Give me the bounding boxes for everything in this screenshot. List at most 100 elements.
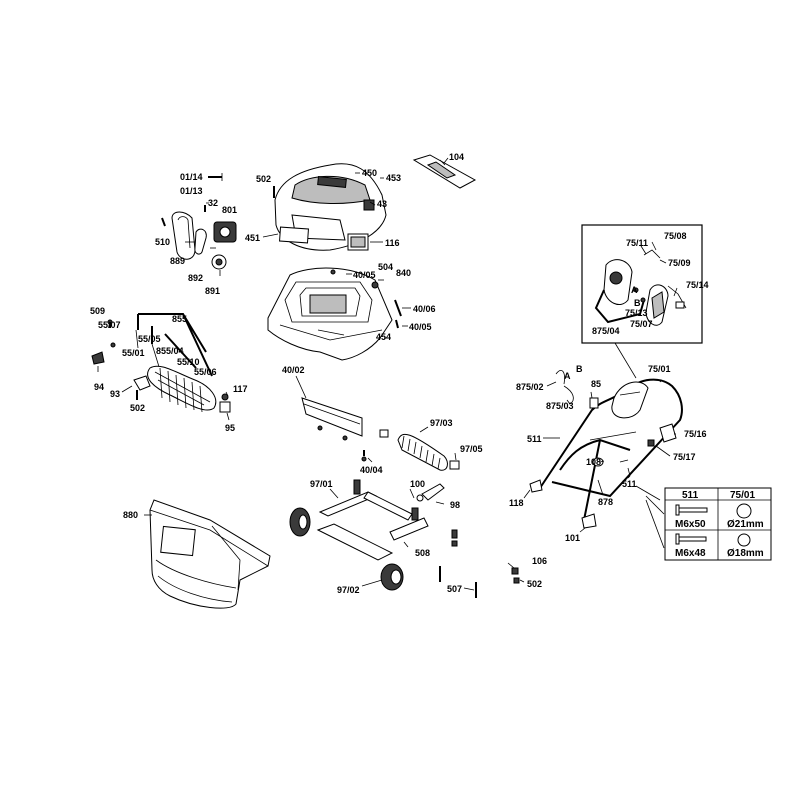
table-header-75-01: 75/01: [730, 490, 755, 501]
roller-group: [397, 433, 460, 471]
label-106: 106: [532, 556, 547, 566]
label-55-10: 55/10: [177, 357, 200, 367]
label-878: 878: [598, 497, 613, 507]
table-cell-m6x50: M6x50: [675, 519, 706, 530]
label-451: 451: [245, 233, 260, 243]
part-118-knob: [529, 479, 543, 493]
axle-frame-group: [289, 479, 520, 598]
spec-table: 511 75/01 M6x50 Ø21mm M6x48 Ø18mm: [664, 487, 772, 561]
label-507: 507: [447, 584, 462, 594]
label-100: 100: [410, 479, 425, 489]
part-889-belt: [194, 228, 207, 255]
part-510-pin: [161, 217, 166, 227]
label-01-13: 01/13: [180, 186, 203, 196]
leader-lines: [97, 157, 678, 591]
label-116: 116: [385, 238, 400, 248]
label-75-07: 75/07: [630, 319, 653, 329]
chassis-housing: [267, 267, 402, 361]
part-97-03-roller: [397, 433, 448, 471]
label-875-04: 875/04: [592, 326, 620, 336]
label-97-05: 97/05: [460, 444, 483, 454]
label-502-top: 502: [256, 174, 271, 184]
label-104: 104: [449, 152, 464, 162]
table-cell-21mm: Ø21mm: [727, 519, 764, 530]
part-85-plug: [589, 397, 599, 409]
part-75-01-handle: [551, 378, 683, 498]
label-502-bottom: 502: [527, 579, 542, 589]
switch-box-inset: [581, 224, 703, 344]
label-a-inset: A: [631, 285, 638, 295]
part-98-lever: [421, 483, 445, 501]
part-878-lower-handle: [559, 438, 631, 521]
part-117-nut: [221, 393, 229, 401]
part-75-17-nut: [647, 439, 655, 447]
label-55-05: 55/05: [138, 334, 161, 344]
label-450: 450: [362, 168, 377, 178]
label-118: 118: [509, 498, 524, 508]
label-75-16: 75/16: [684, 429, 707, 439]
part-75-16-clip: [659, 423, 677, 443]
part-94-bearing: [91, 351, 105, 365]
label-97-03: 97/03: [430, 418, 453, 428]
part-40-05-screw: [395, 319, 399, 329]
part-108-knob: [592, 457, 604, 467]
table-cell-m6x48: M6x48: [675, 548, 706, 559]
label-43: 43: [377, 199, 387, 209]
label-509: 509: [90, 306, 105, 316]
label-97-02: 97/02: [337, 585, 360, 595]
part-104-window: [426, 161, 457, 179]
part-93-hub: [133, 375, 151, 391]
label-508: 508: [415, 548, 430, 558]
part-40-02-plate: [301, 397, 363, 437]
bolt-icon: [675, 533, 707, 545]
label-511-mid: 511: [622, 479, 637, 489]
part-855-frame: [137, 313, 213, 377]
part-101-knob: [581, 513, 597, 529]
part-840-screw: [394, 299, 402, 317]
label-40-04: 40/04: [360, 465, 383, 475]
part-875-02-cable: [555, 370, 565, 385]
part-95-block: [219, 401, 231, 413]
motor-cover-group: [273, 154, 477, 251]
label-889: 889: [170, 256, 185, 266]
part-labels: 104 450 453 43 502 01/14 01/13 32 801 51…: [90, 152, 709, 595]
part-880-grass-box: [149, 499, 271, 609]
label-55-07: 55/07: [98, 320, 121, 330]
label-892: 892: [188, 273, 203, 283]
label-453: 453: [386, 173, 401, 183]
label-01-14: 01/14: [180, 172, 203, 182]
part-100-washer: [416, 494, 424, 502]
label-875-02: 875/02: [516, 382, 544, 392]
label-95: 95: [225, 423, 235, 433]
label-75-09: 75/09: [668, 258, 691, 268]
label-97-01: 97/01: [310, 479, 333, 489]
table-cell-18mm: Ø18mm: [727, 548, 764, 559]
label-32: 32: [208, 198, 218, 208]
part-43-grille: [363, 199, 375, 211]
part-502-screw-c: [513, 577, 520, 584]
label-b-handle: B: [576, 364, 583, 374]
label-855: 855: [172, 314, 187, 324]
motor-belt-group: [161, 173, 237, 270]
part-40-04-nut: [361, 456, 367, 462]
label-40-05-top: 40/05: [353, 270, 376, 280]
part-454-housing: [267, 267, 393, 361]
label-75-17: 75/17: [673, 452, 696, 462]
part-875-04-cable: [594, 289, 645, 324]
label-101: 101: [565, 533, 580, 543]
label-75-14: 75/14: [686, 280, 709, 290]
tine-group: [91, 313, 231, 413]
part-75-01-switch-box: [611, 381, 649, 419]
label-108: 108: [586, 457, 601, 467]
part-510-belt: [171, 211, 196, 260]
deflector-group: [301, 397, 389, 462]
label-55-06: 55/06: [194, 367, 217, 377]
label-55-01: 55/01: [122, 348, 145, 358]
label-75-11: 75/11: [626, 238, 648, 248]
label-b-inset: B: [634, 298, 641, 308]
washer-icon: [737, 533, 751, 547]
grass-box-group: [149, 499, 271, 609]
label-75-01: 75/01: [648, 364, 671, 374]
label-502-left: 502: [130, 403, 145, 413]
